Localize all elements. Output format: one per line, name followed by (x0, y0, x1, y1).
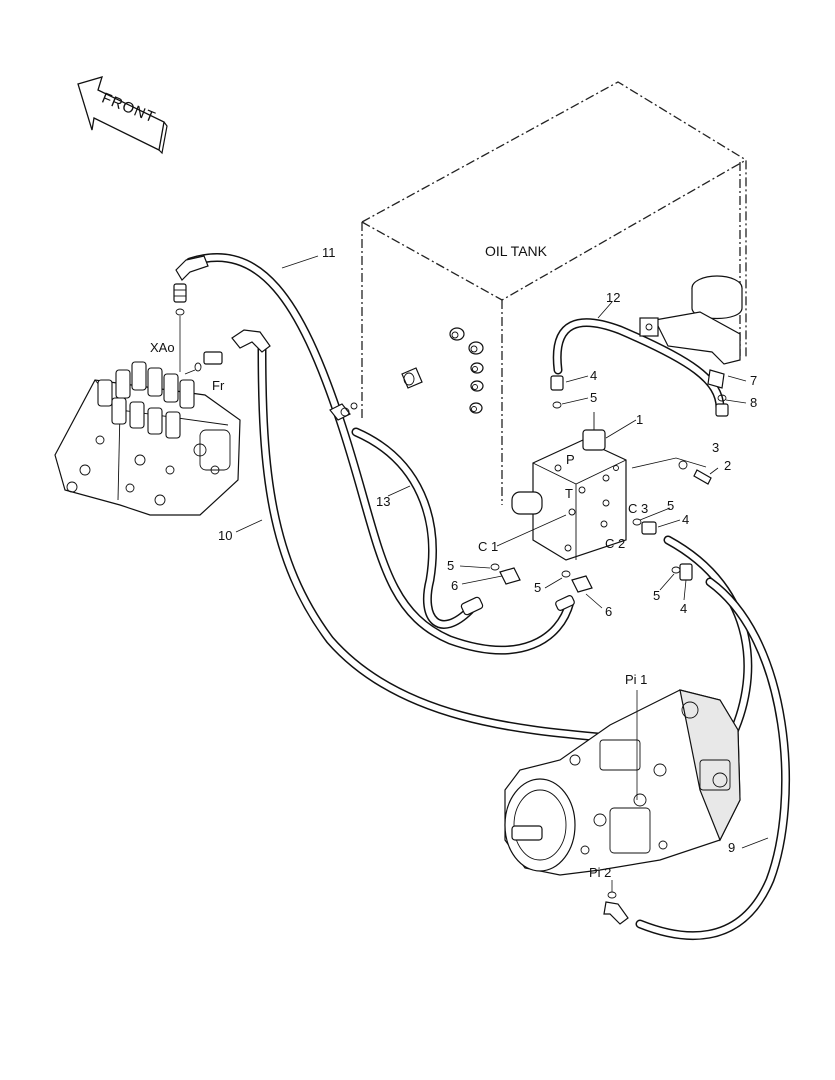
callout-6-c1: 6 (451, 578, 458, 593)
xao-fittings (173, 255, 209, 372)
front-arrow-icon: FRONT (77, 76, 168, 155)
hose-13 (351, 427, 475, 629)
callout-6-mid: 6 (605, 604, 612, 619)
callout-1: 1 (636, 412, 643, 427)
callout-4-top: 4 (590, 368, 597, 383)
callout-11: 11 (322, 245, 336, 260)
pi1-label: Pi 1 (625, 672, 647, 687)
callout-4-c2: 4 (680, 601, 687, 616)
callout-5-c3: 5 (667, 498, 674, 513)
xao-label: XAo (150, 340, 175, 355)
callout-4-c3: 4 (682, 512, 689, 527)
fr-fittings (184, 329, 271, 375)
callout-8: 8 (750, 395, 757, 410)
port-c3-label: C 3 (628, 501, 648, 516)
callout-7: 7 (750, 373, 757, 388)
port-c2-label: C 2 (605, 536, 625, 551)
hose-11 (185, 253, 575, 655)
fr-label: Fr (212, 378, 225, 393)
callout-numbers: 11 12 1 3 2 7 8 4 5 5 4 5 6 5 6 5 4 13 1… (150, 245, 757, 855)
pi2-label: Pi 2 (589, 865, 611, 880)
callout-5-mid: 5 (534, 580, 541, 595)
oil-tank-outline: OIL TANK (361, 81, 747, 505)
callout-5-c1: 5 (447, 558, 454, 573)
hydraulic-pump: Pi 1 Pi 2 (504, 672, 741, 925)
oil-tank-label: OIL TANK (485, 243, 548, 259)
callout-3: 3 (712, 440, 719, 455)
accumulator (639, 275, 743, 417)
callout-9: 9 (728, 840, 735, 855)
leader-lines (235, 255, 769, 849)
callout-2: 2 (724, 458, 731, 473)
solenoid-valve-block: P T C 3 C 2 C 1 (478, 412, 648, 561)
hose-10 (257, 343, 615, 743)
solenoid-fittings (329, 375, 712, 616)
callout-5-c2: 5 (653, 588, 660, 603)
control-valve (54, 361, 241, 516)
callout-10: 10 (218, 528, 232, 543)
callout-13: 13 (376, 494, 390, 509)
port-t-label: T (565, 486, 573, 501)
port-p-label: P (566, 452, 575, 467)
tank-port-fittings (401, 327, 484, 414)
port-c1-label: C 1 (478, 539, 498, 554)
callout-12: 12 (606, 290, 620, 305)
hose-9 (635, 535, 791, 940)
callout-5-top: 5 (590, 390, 597, 405)
